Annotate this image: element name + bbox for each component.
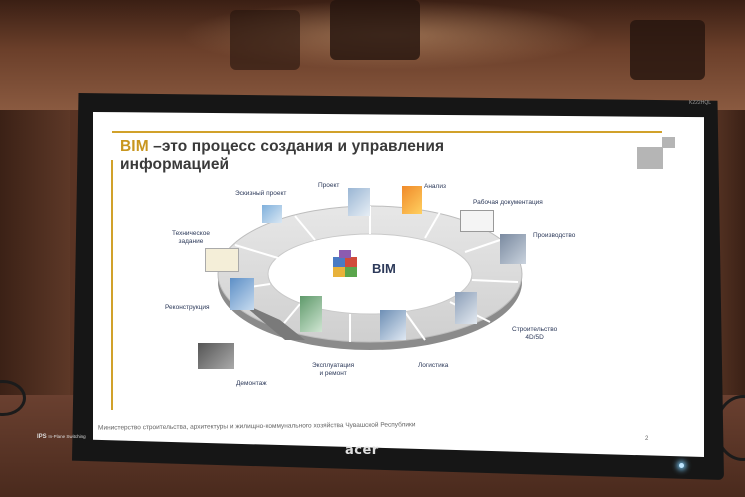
demolition-rubble-icon (198, 343, 234, 369)
stage-construction-label: Строительство 4D/5D (512, 326, 557, 342)
tech-task-icon (205, 248, 239, 272)
stage-operation-line2: и ремонт (319, 370, 347, 377)
stage-project-label: Проект (318, 182, 340, 189)
sketch-building-icon (262, 205, 282, 223)
ips-badge-main: IPS (37, 434, 47, 440)
stage-logistics-label: Логистика (418, 362, 449, 369)
stage-tech-task-line1: Техническое (172, 230, 210, 237)
analysis-building-icon (402, 186, 422, 214)
stage-operation-label: Эксплуатация и ремонт (312, 362, 354, 378)
project-building-icon (348, 188, 370, 216)
production-icon (500, 234, 526, 264)
stage-sketch-label: Эскизный проект (235, 190, 287, 197)
stage-tech-task-line2: задание (178, 238, 204, 245)
bim-center-cube (333, 250, 357, 277)
ring-exit-ramp (240, 302, 305, 340)
stage-demolition-label: Демонтаж (236, 380, 267, 387)
ips-badge: IPS In-Plane Switching (37, 434, 86, 440)
monitor-model-label: K222HQL (689, 100, 711, 106)
stage-tech-task-label: Техническое задание (172, 230, 210, 246)
bim-center-label: BIM (372, 261, 396, 276)
operation-building-icon (300, 296, 322, 332)
working-docs-icon (460, 210, 494, 232)
background-chair (330, 0, 420, 60)
bim-cycle-diagram: BIM (217, 205, 523, 350)
logistics-building-icon (380, 310, 406, 340)
slide-deco-square (662, 137, 675, 148)
ips-badge-sub: In-Plane Switching (48, 434, 86, 439)
slide-title-line1: –это процесс создания и управления (148, 138, 445, 155)
slide-page-number: 2 (645, 436, 649, 442)
stage-reconstruction-label: Реконструкция (165, 304, 210, 311)
stage-working-docs-label: Рабочая документация (473, 199, 543, 206)
stage-construction-line1: Строительство (512, 326, 558, 333)
stage-operation-line1: Эксплуатация (312, 362, 355, 369)
background-wall-left (0, 110, 70, 410)
construction-building-icon (455, 292, 477, 324)
stage-analysis-label: Анализ (424, 183, 446, 190)
slide-top-rule (112, 131, 662, 133)
power-led-icon (679, 463, 684, 468)
ring-inner (267, 233, 473, 315)
stage-construction-line2: 4D/5D (525, 334, 544, 341)
slide-title-bim: BIM (120, 138, 149, 155)
stage-production-label: Производство (533, 232, 576, 239)
reconstruction-building-icon (230, 278, 254, 310)
slide-left-rule (111, 160, 113, 410)
background-chair (230, 10, 300, 70)
acer-logo: acer (345, 443, 379, 458)
slide-deco-square (637, 147, 663, 169)
slide-title: BIM –это процесс создания и управления и… (120, 138, 444, 174)
slide-title-line2: информацией (120, 156, 230, 173)
background-chair (630, 20, 705, 80)
